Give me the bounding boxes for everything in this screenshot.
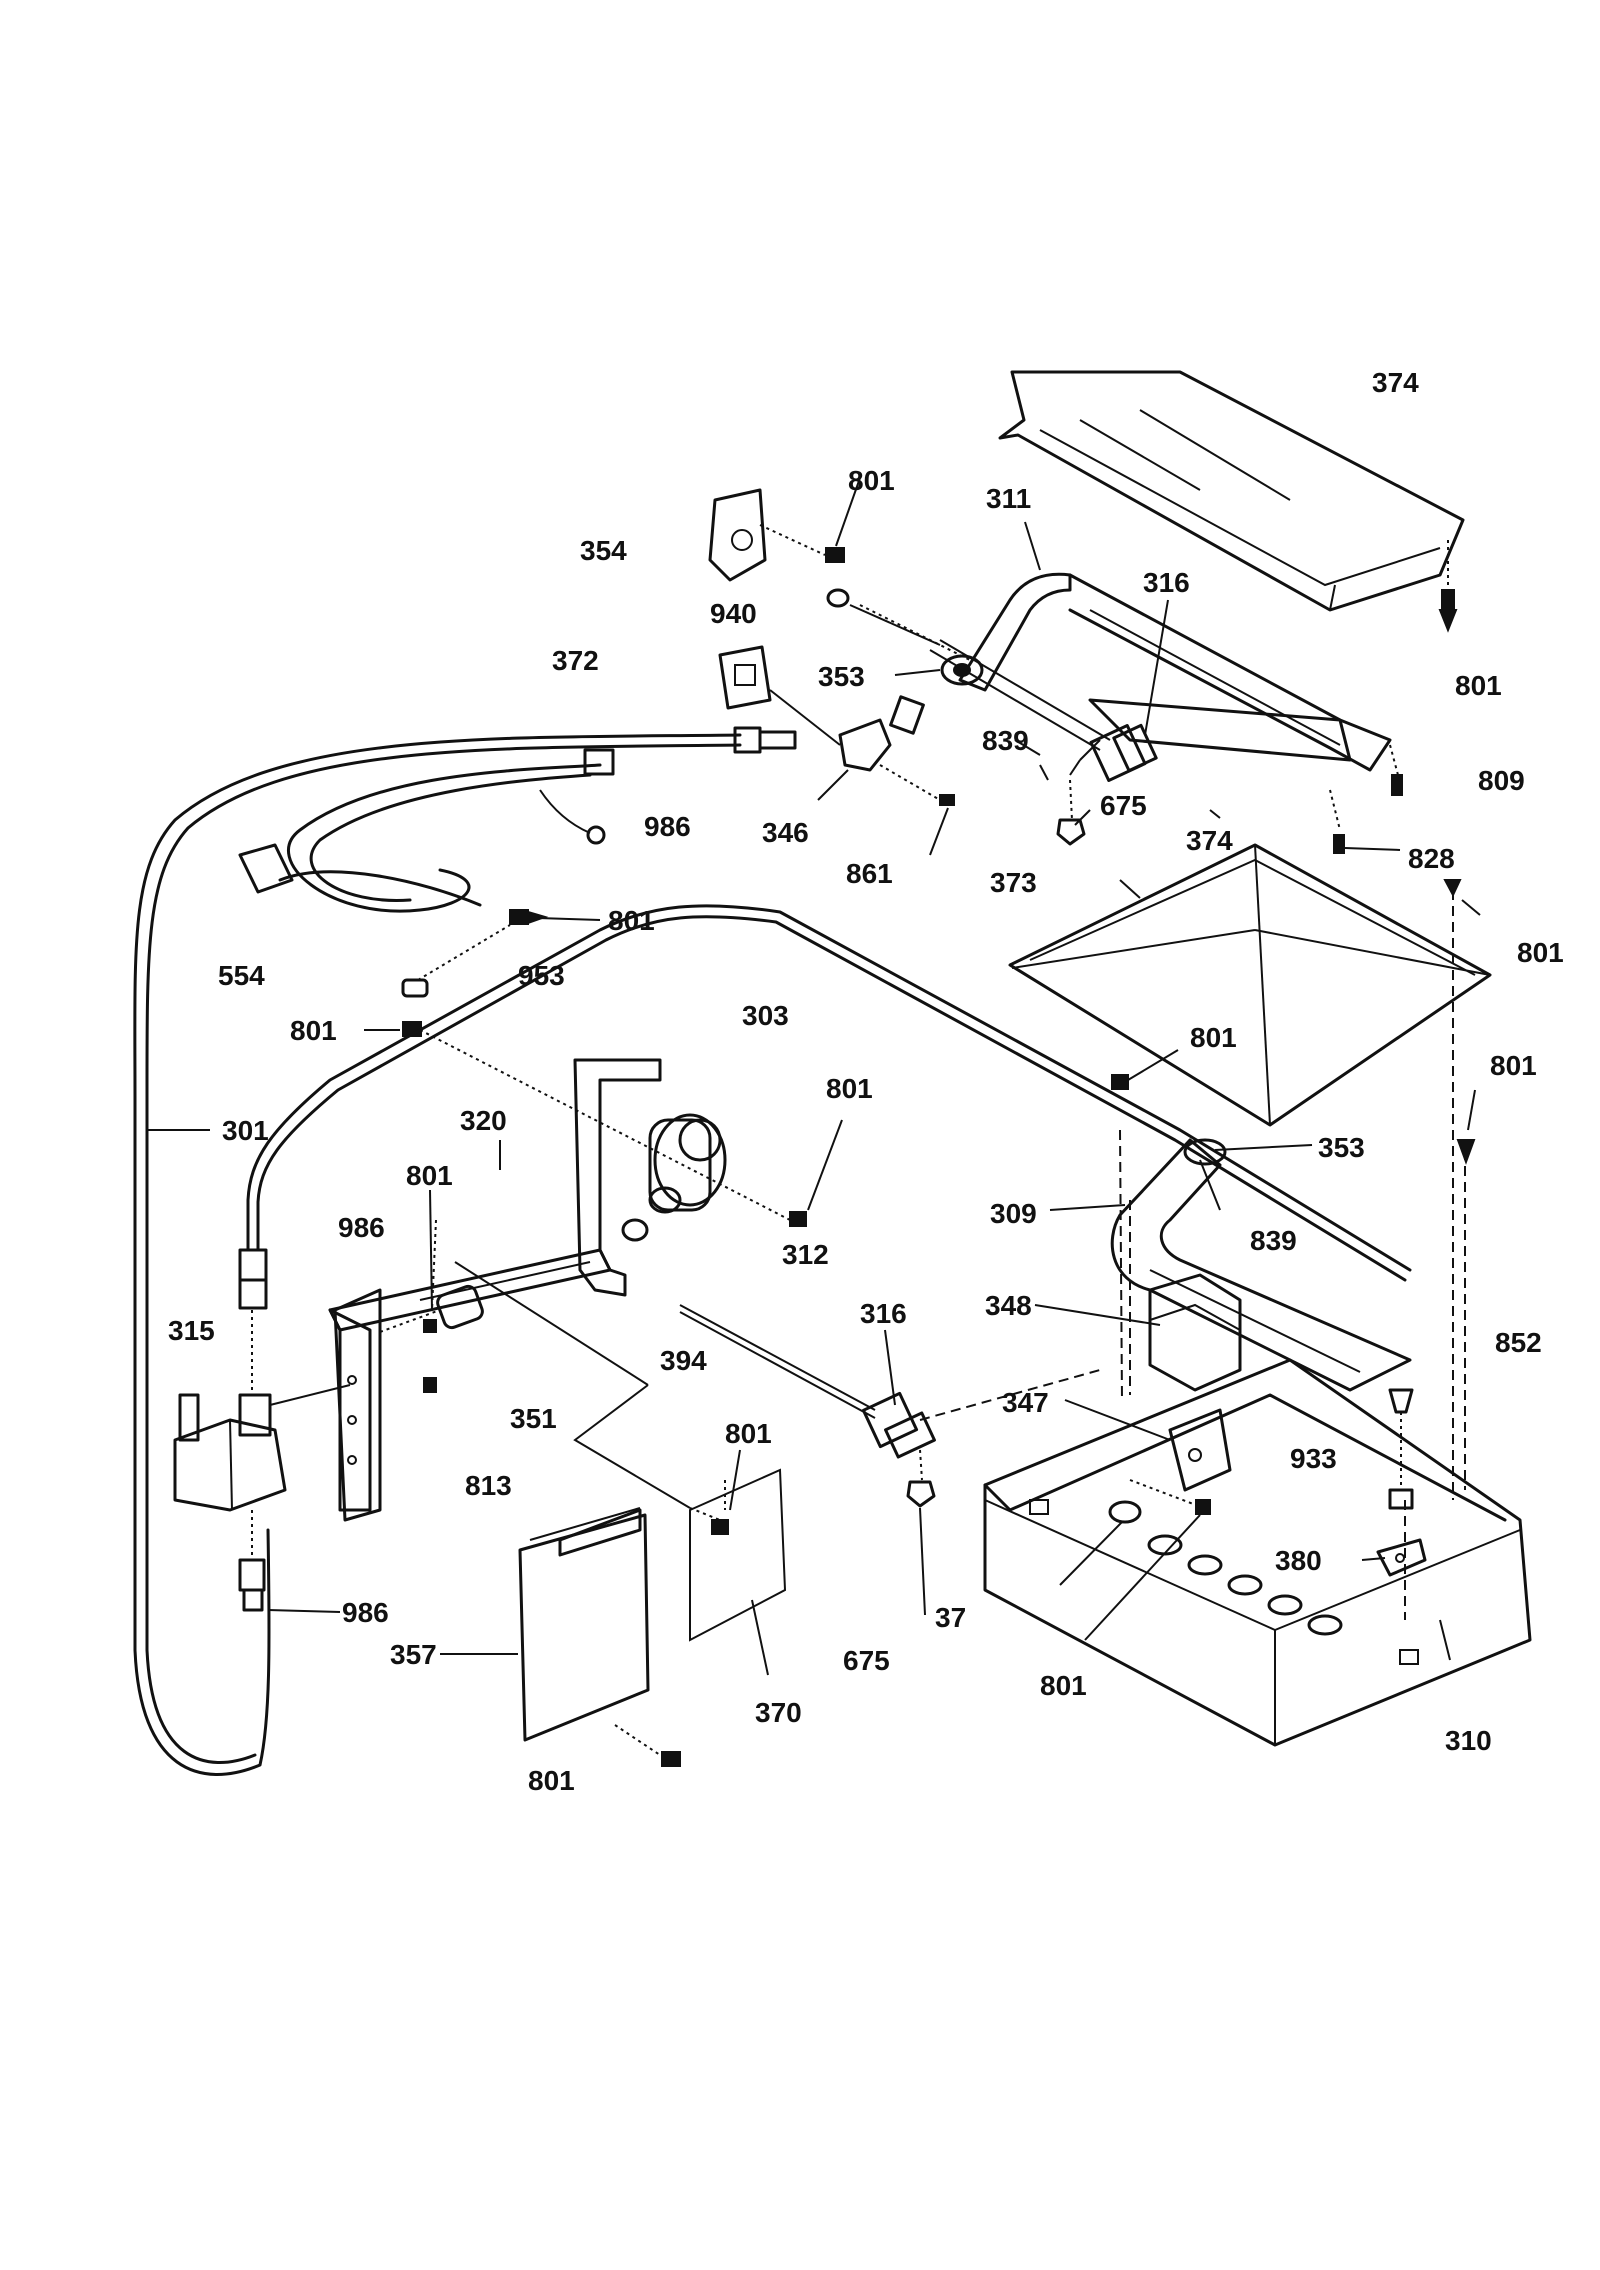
callout-354: 354	[580, 535, 627, 566]
cover-plate-357	[518, 1507, 650, 1742]
callout-801-wire: 801	[608, 905, 655, 936]
callout-801-bracket: 801	[848, 465, 895, 496]
broil-burner-tube	[958, 572, 1392, 772]
gas-line-303	[238, 904, 1412, 1310]
callout-852: 852	[1495, 1327, 1542, 1358]
bake-tray-373	[1008, 843, 1492, 1127]
callout-374-top: 374	[1372, 367, 1419, 398]
callout-316-lower: 316	[860, 1298, 907, 1329]
callout-394: 394	[660, 1345, 707, 1376]
callout-828: 828	[1408, 843, 1455, 874]
screw-801-bracket	[759, 524, 845, 563]
safety-valve-315	[173, 1310, 351, 1612]
screw-801-rail-b	[423, 1377, 437, 1393]
callout-861: 861	[846, 858, 893, 889]
clip-380	[1376, 1538, 1427, 1577]
leader-lines	[148, 477, 1481, 1676]
wire-351	[454, 1261, 721, 1521]
callout-380: 380	[1275, 1545, 1322, 1576]
callout-801-852: 801	[1490, 1050, 1537, 1081]
callout-311: 311	[986, 483, 1031, 514]
callout-37: 37	[935, 1602, 966, 1633]
callout-801-rail: 801	[406, 1160, 453, 1191]
screw-801-852	[1456, 1139, 1476, 1165]
screw-801-tray-right	[1443, 879, 1462, 898]
callout-374-lower: 374	[1186, 825, 1233, 856]
gas-valve-312	[621, 1113, 727, 1242]
screw-809	[1389, 744, 1403, 796]
callout-301: 301	[222, 1115, 269, 1146]
bake-igniter-316	[679, 1304, 936, 1508]
bracket-347	[1168, 1408, 1232, 1492]
callout-372: 372	[552, 645, 599, 676]
bracket-370	[689, 1468, 787, 1642]
bracket-354	[708, 488, 767, 582]
callout-351: 351	[510, 1403, 557, 1434]
valve-bracket-320	[573, 1058, 662, 1297]
callout-348: 348	[985, 1290, 1032, 1321]
callout-370: 370	[755, 1697, 802, 1728]
callout-801-left: 801	[290, 1015, 337, 1046]
broil-burner-cover	[998, 370, 1465, 612]
thermostat-sensor-wire-301	[133, 726, 797, 1776]
callout-801-tray-center: 801	[1190, 1022, 1237, 1053]
screw-801-cover-357	[614, 1724, 681, 1767]
gasket-940	[718, 645, 772, 710]
callout-801-bottom: 801	[528, 1765, 575, 1796]
callout-316-top: 316	[1143, 567, 1190, 598]
spark-electrode	[826, 588, 971, 661]
callout-813: 813	[465, 1470, 512, 1501]
baffle-348	[1148, 1273, 1242, 1392]
screw-801-rail-a	[423, 1219, 437, 1333]
callout-801-valve: 801	[826, 1073, 873, 1104]
igniter-316-top	[929, 639, 1158, 782]
callout-809: 809	[1478, 765, 1525, 796]
valve-346	[769, 689, 955, 806]
screw-801-left	[509, 909, 549, 925]
callout-346: 346	[762, 817, 809, 848]
callout-986-lower: 986	[342, 1597, 389, 1628]
callout-986-top: 986	[644, 811, 691, 842]
assembly-lines	[919, 890, 1466, 1620]
screw-801-cover	[1438, 540, 1458, 633]
clip-953	[401, 924, 511, 998]
callout-309: 309	[990, 1198, 1037, 1229]
callout-312: 312	[782, 1239, 829, 1270]
grommet-37	[1108, 1500, 1142, 1524]
callout-347: 347	[1002, 1387, 1049, 1418]
callout-373: 373	[990, 867, 1037, 898]
callout-933: 933	[1290, 1443, 1337, 1474]
callout-303: 303	[742, 1000, 789, 1031]
callout-801-tray: 801	[1517, 937, 1564, 968]
callout-353-lower: 353	[1318, 1132, 1365, 1163]
callout-801-cover: 801	[1455, 670, 1502, 701]
callout-554: 554	[218, 960, 265, 991]
callout-675-lower: 675	[843, 1645, 890, 1676]
callout-353-top: 353	[818, 661, 865, 692]
callout-357: 357	[390, 1639, 437, 1670]
callout-310: 310	[1445, 1725, 1492, 1756]
callout-320: 320	[460, 1105, 507, 1136]
callout-986-mid: 986	[338, 1212, 385, 1243]
nut-675-top	[1056, 779, 1086, 846]
callout-839-lower: 839	[1250, 1225, 1297, 1256]
screw-801-valve	[419, 1029, 807, 1227]
callout-940: 940	[710, 598, 757, 629]
orifice-fitting	[379, 1284, 484, 1333]
callout-953: 953	[518, 960, 565, 991]
wire-harness-554	[238, 748, 615, 913]
callout-315: 315	[168, 1315, 215, 1346]
callout-839-top: 839	[982, 725, 1029, 756]
callout-675-top: 675	[1100, 790, 1147, 821]
screw-801-box	[1129, 1479, 1211, 1515]
screw-933	[1388, 1388, 1414, 1510]
callout-801-box: 801	[1040, 1670, 1087, 1701]
bake-burner-309	[1110, 1138, 1412, 1392]
callout-801-bracket-370: 801	[725, 1418, 772, 1449]
callouts: 374 801 311 354 316 940 801 372 353 839 …	[168, 367, 1564, 1796]
screw-801-tray-center	[1111, 1074, 1129, 1090]
screw-828	[1329, 789, 1345, 854]
